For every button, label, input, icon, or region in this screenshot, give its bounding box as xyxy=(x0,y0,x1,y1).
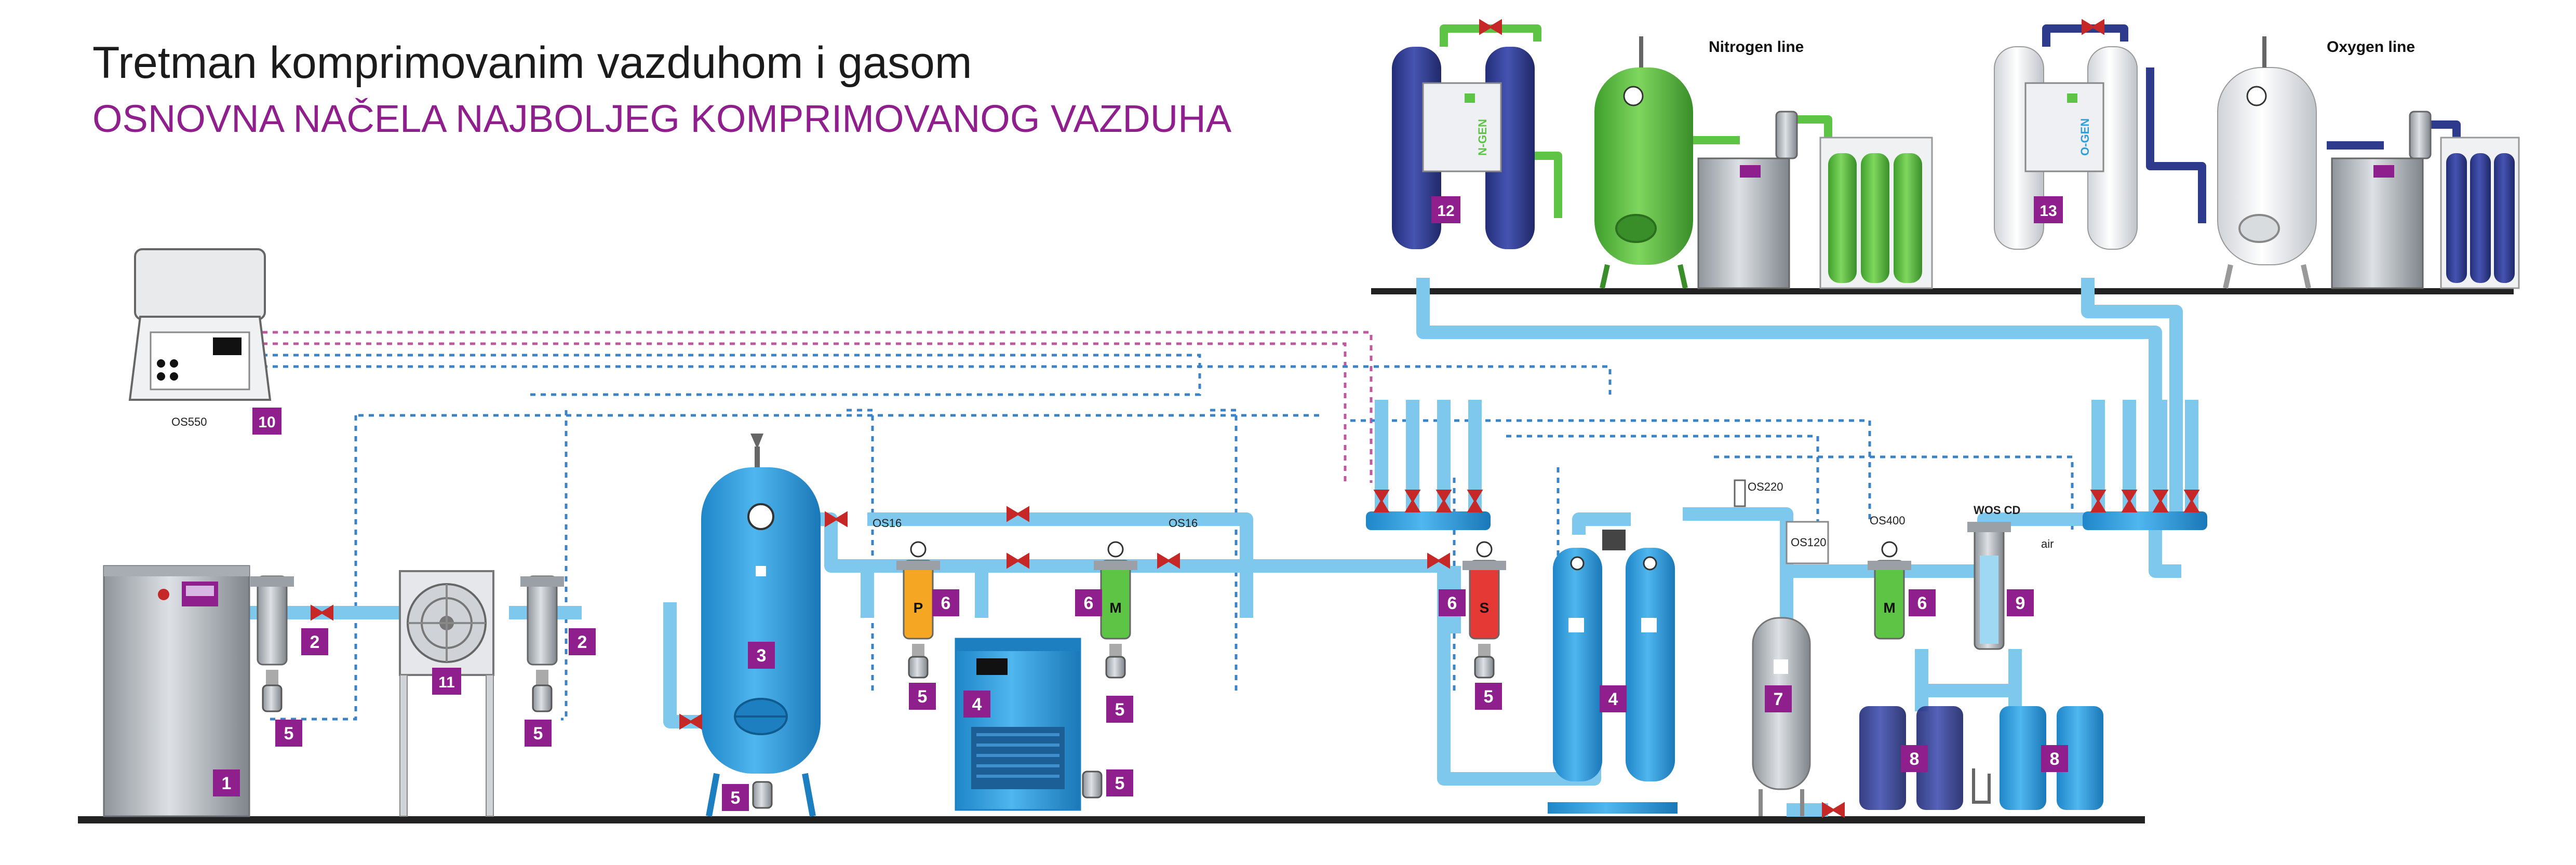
svg-text:6: 6 xyxy=(941,593,951,613)
svg-text:5: 5 xyxy=(1115,774,1125,793)
badge-6c: 6 xyxy=(1439,589,1466,616)
svg-text:5: 5 xyxy=(1484,687,1494,707)
os400-label: OS400 xyxy=(1870,514,1906,527)
badge-8b: 8 xyxy=(2041,745,2068,772)
os220-label: OS220 xyxy=(1748,480,1783,493)
nitrogen-line-label: Nitrogen line xyxy=(1709,38,1804,56)
badge-6a: 6 xyxy=(932,589,959,616)
filter-2b xyxy=(520,575,564,712)
svg-text:5: 5 xyxy=(731,788,741,808)
air-receiver xyxy=(701,434,821,817)
svg-text:4: 4 xyxy=(1608,690,1618,709)
header-manifold-left xyxy=(1366,511,1491,530)
badge-5c: 5 xyxy=(722,784,749,811)
svg-text:5: 5 xyxy=(284,724,294,744)
drain-5-receiver xyxy=(752,781,773,809)
badge-2a: 2 xyxy=(301,628,328,655)
badge-6b: 6 xyxy=(1075,589,1102,616)
svg-text:5: 5 xyxy=(918,687,928,707)
filter-2a xyxy=(250,575,294,712)
oxygen-line xyxy=(1994,36,2520,289)
svg-text:6: 6 xyxy=(1917,593,1927,613)
badge-5a: 5 xyxy=(275,720,302,747)
refrigeration-dryer xyxy=(955,638,1081,811)
os120-sensor xyxy=(1786,521,1829,564)
badge-10: 10 xyxy=(252,408,281,435)
badge-2b: 2 xyxy=(569,628,596,655)
os220-sensor xyxy=(1734,479,1746,507)
svg-text:9: 9 xyxy=(2016,593,2025,613)
floor-main xyxy=(78,816,2145,823)
os550-case xyxy=(128,248,272,401)
signal-lines xyxy=(262,331,2074,721)
badge-9: 9 xyxy=(2007,589,2034,616)
badge-4b: 4 xyxy=(1600,685,1627,712)
svg-text:7: 7 xyxy=(1774,690,1783,709)
badge-7: 7 xyxy=(1765,685,1792,712)
svg-text:12: 12 xyxy=(1437,202,1454,220)
filter-6c xyxy=(1463,541,1506,679)
badge-8a: 8 xyxy=(1901,745,1928,772)
carbon-tower xyxy=(1752,617,1811,816)
svg-text:8: 8 xyxy=(2050,749,2060,769)
os550-label: OS550 xyxy=(171,415,207,428)
wos-label: WOS CD xyxy=(1974,504,2020,517)
badge-5f: 5 xyxy=(1106,769,1133,796)
floor-gas-lines xyxy=(1371,288,2514,294)
svg-text:11: 11 xyxy=(438,674,455,691)
badge-5g: 5 xyxy=(1475,683,1502,710)
filter-6b xyxy=(1094,541,1137,679)
page-title: Tretman komprimovanim vazduhom i gasom xyxy=(92,38,972,88)
filter-6a xyxy=(896,541,940,679)
badge-1: 1 xyxy=(213,769,240,796)
ngen-label: N-GEN xyxy=(1476,119,1489,156)
svg-text:1: 1 xyxy=(222,774,232,793)
filter-letter-m1: M xyxy=(1109,600,1121,616)
drain-5-dryer xyxy=(1082,771,1103,799)
svg-text:6: 6 xyxy=(1447,593,1457,613)
oil-water-separators xyxy=(1859,706,2103,810)
filter-6d xyxy=(1868,541,1911,640)
badge-13: 13 xyxy=(2034,196,2063,223)
badge-3: 3 xyxy=(748,642,775,669)
os120-label: OS120 xyxy=(1791,536,1827,549)
filter-letter-p: P xyxy=(914,600,923,616)
badge-5e: 5 xyxy=(1106,696,1133,723)
filter-letter-m2: M xyxy=(1883,600,1895,616)
air-label: air xyxy=(2041,537,2054,550)
svg-text:2: 2 xyxy=(310,632,320,652)
badge-11: 11 xyxy=(432,668,461,695)
os16-label-a: OS16 xyxy=(873,517,902,530)
svg-text:8: 8 xyxy=(1910,749,1920,769)
svg-text:13: 13 xyxy=(2040,202,2057,220)
badge-5d: 5 xyxy=(909,683,936,710)
svg-text:5: 5 xyxy=(533,724,543,744)
wos-separator xyxy=(1967,522,2011,650)
page-subtitle: OSNOVNA NAČELA NAJBOLJEG KOMPRIMOVANOG V… xyxy=(92,97,1232,140)
nitrogen-line xyxy=(1392,36,1933,289)
badge-4a: 4 xyxy=(963,691,990,718)
header-manifold-right xyxy=(2083,511,2207,530)
filter-letter-s: S xyxy=(1480,600,1490,616)
badge-12: 12 xyxy=(1431,196,1460,223)
svg-text:4: 4 xyxy=(972,695,982,714)
svg-text:10: 10 xyxy=(258,414,275,431)
ogen-label: O-GEN xyxy=(2078,118,2091,156)
svg-text:5: 5 xyxy=(1115,700,1125,720)
valves xyxy=(311,19,2200,818)
adsorption-dryer xyxy=(1548,530,1678,814)
oxygen-line-label: Oxygen line xyxy=(2327,38,2415,56)
svg-text:6: 6 xyxy=(1084,593,1094,613)
svg-text:3: 3 xyxy=(757,646,767,666)
badge-6d: 6 xyxy=(1909,589,1936,616)
os16-label-b: OS16 xyxy=(1169,517,1198,530)
badge-5b: 5 xyxy=(525,720,552,747)
svg-text:2: 2 xyxy=(578,632,587,652)
